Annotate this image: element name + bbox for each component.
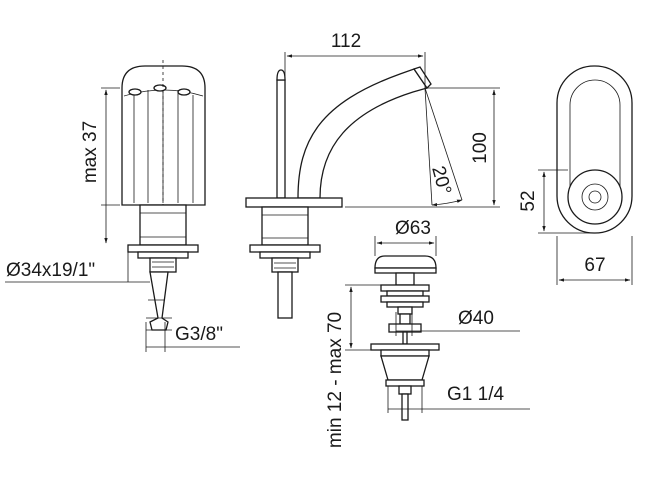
drain-range-label: min 12 - max 70 (325, 312, 346, 448)
handle-height-dimension: max 37 (80, 87, 120, 244)
spout-angle-dimension: 20° (424, 87, 463, 207)
top-view-height-label: 52 (518, 190, 539, 211)
drain-body-dimension: Ø40 (395, 308, 520, 336)
spout-height-label: 100 (470, 132, 491, 164)
handle-height-label: max 37 (80, 121, 101, 183)
top-view (556, 65, 633, 234)
base-thread-dimension: Ø34x19/1" (5, 245, 150, 283)
drain-cap-label: Ø63 (395, 218, 431, 239)
supply-thread-dimension: G3/8" (145, 322, 240, 352)
spout-side-view (245, 66, 432, 319)
handle-front-view (121, 60, 206, 331)
drain-view (370, 255, 440, 421)
spout-projection-label: 112 (331, 31, 361, 52)
top-view-height-dimension: 52 (518, 169, 595, 234)
drain-cap-dimension: Ø63 (374, 218, 437, 256)
spout-height-dimension: 100 (345, 87, 500, 208)
drain-thread-label: G1 1/4 (447, 384, 504, 405)
drain-body-label: Ø40 (458, 308, 494, 329)
base-thread-label: Ø34x19/1" (6, 260, 95, 281)
drain-thread-dimension: G1 1/4 (387, 384, 530, 413)
spout-projection-dimension: 112 (284, 31, 426, 88)
top-view-length-dimension: 67 (556, 236, 633, 285)
top-view-length-label: 67 (584, 255, 605, 276)
supply-thread-label: G3/8" (175, 324, 223, 345)
drain-range-dimension: min 12 - max 70 (325, 284, 382, 448)
